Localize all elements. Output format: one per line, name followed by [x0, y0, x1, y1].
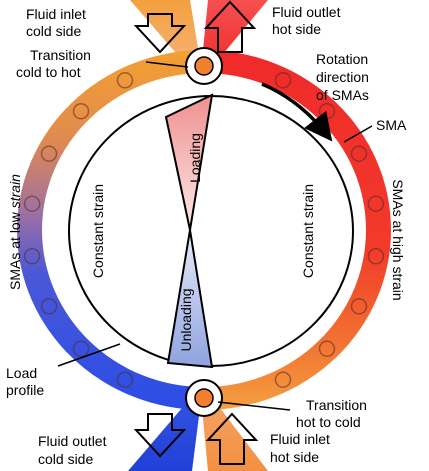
ring-left-cold-side [17, 50, 204, 410]
sma-marker [274, 371, 292, 388]
label-load-profile-2: profile [6, 382, 44, 398]
label-transition-cold-hot-2: cold to hot [16, 64, 81, 80]
sma-marker [318, 340, 336, 358]
sma-marker [274, 72, 292, 89]
label-rotation-1: Rotation [316, 51, 368, 67]
label-rotation-2: direction [316, 69, 369, 85]
sma-marker [350, 298, 368, 315]
unloading-sector [166, 229, 214, 369]
pointer-transition-cold-hot [145, 61, 189, 68]
label-fluid-outlet-cold-2: cold side [38, 451, 93, 467]
arrow-outlet-hot-up-icon [203, 0, 257, 53]
sma-marker [23, 248, 41, 265]
label-fluid-inlet-cold-1: Fluid inlet [26, 6, 86, 22]
sma-marker [72, 340, 90, 358]
pointer-load-profile [57, 343, 121, 367]
arrow-outlet-cold-down-icon [133, 413, 187, 458]
sma-marker [116, 72, 134, 89]
sma-marker [367, 248, 385, 265]
arrow-inlet-hot-up-icon [205, 412, 259, 465]
sma-marker [367, 195, 385, 212]
label-smas-high-strain: SMAs at high strain [390, 179, 406, 300]
sma-marker [23, 195, 41, 212]
label-fluid-outlet-cold-1: Fluid outlet [38, 433, 107, 449]
sma-marker [350, 145, 368, 162]
funnel-outlet-cold-bottom [128, 408, 200, 471]
pointer-sma [343, 125, 373, 143]
label-fluid-outlet-hot-2: hot side [272, 21, 321, 37]
label-sma: SMA [376, 117, 407, 133]
label-transition-hot-cold-1: Transition [306, 397, 367, 413]
label-constant-strain-right: Constant strain [300, 184, 316, 278]
label-smas-low-strain: SMAs at low strain [7, 174, 23, 290]
pointer-transition-hot-cold [217, 401, 291, 411]
label-constant-strain-left: Constant strain [90, 184, 106, 278]
ring-right-hot-side [204, 50, 391, 410]
sma-markers [23, 72, 385, 388]
label-fluid-inlet-hot-1: Fluid inlet [270, 431, 330, 447]
label-transition-cold-hot-1: Transition [30, 47, 91, 63]
sma-marker [116, 371, 134, 388]
label-unloading: Unloading [178, 288, 194, 351]
sma-marker [72, 102, 90, 120]
loading-sector [164, 93, 214, 231]
label-load-profile-1: Load [6, 365, 37, 381]
label-fluid-inlet-cold-2: cold side [26, 23, 81, 39]
label-transition-hot-cold-2: hot to cold [296, 414, 361, 430]
label-loading: Loading [187, 133, 203, 183]
transition-bottom-dot [194, 388, 214, 408]
sma-marker [40, 145, 58, 162]
funnel-inlet-hot-bottom [202, 408, 268, 471]
sma-marker [40, 298, 58, 315]
arrow-inlet-cold-down-icon [133, 13, 187, 54]
label-fluid-inlet-hot-2: hot side [270, 449, 319, 465]
rotation-direction-arrow-icon [261, 82, 333, 142]
label-rotation-3: of SMAs [316, 87, 369, 103]
transition-top-dot [194, 56, 214, 76]
label-fluid-outlet-hot-1: Fluid outlet [272, 4, 341, 20]
